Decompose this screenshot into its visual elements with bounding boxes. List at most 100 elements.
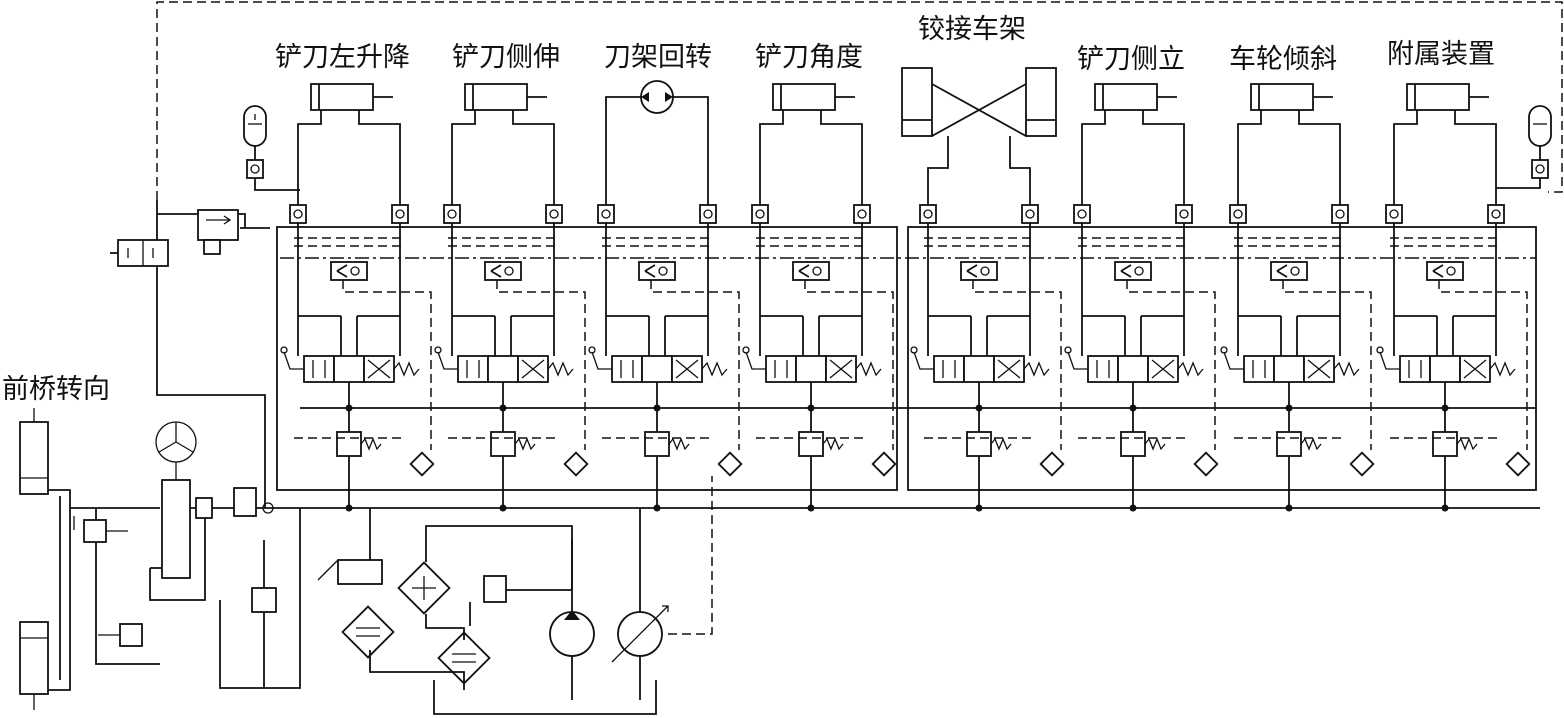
work-lines-blade-rotate (605, 223, 709, 356)
section-wheel-lean (1220, 83, 1375, 512)
steering-group (19, 408, 301, 710)
cylinder-blade-tilt (1094, 83, 1158, 111)
priority-check-valve (195, 497, 213, 519)
dcv-lever-blade-side-shift (437, 351, 458, 370)
port-check-ball-blade-rotate-1 (703, 209, 713, 219)
frame-lines (927, 136, 1031, 214)
rail-dot-blade-angle (807, 504, 815, 512)
dcv-cross-blade-tilt (1151, 359, 1175, 379)
pilot-lines-attachment (1390, 237, 1500, 247)
dcv-pos-wheel-lean-0 (1243, 355, 1275, 383)
shuttle-attachment (1505, 451, 1531, 477)
accumulator-right (1528, 105, 1552, 147)
valve-feed-blade-angle (760, 315, 862, 356)
compensator-attachment (1432, 431, 1458, 457)
pump-group (317, 476, 713, 715)
shuttle-wheel-lean (1349, 451, 1375, 477)
port-check-ball-attachment-1 (1491, 209, 1501, 219)
steering-cylinder-bottom (19, 621, 49, 695)
valve-feed-blade-rotate (606, 315, 708, 356)
load-check-ball-blade-side-shift (504, 266, 514, 276)
dcv-pos-articulated-frame-1 (963, 355, 995, 383)
section-blade-angle (742, 83, 897, 512)
dcv-lever-blade-rotate (591, 351, 612, 370)
cylinder-wheel-lean (1250, 83, 1314, 111)
dcv-pos-blade-left-lift-1 (333, 355, 365, 383)
port-check-valve-blade-tilt-1 (1175, 204, 1193, 224)
supply-dot-blade-left-lift (345, 404, 353, 412)
cylinder-lines-blade-left-lift (297, 110, 401, 214)
steering-relief-valve-2 (119, 623, 143, 647)
port-check-valve-blade-tilt-0 (1073, 204, 1091, 224)
section-blade-left-lift (280, 83, 435, 512)
dcv-pos-blade-angle-1 (795, 355, 827, 383)
motor-arrows-blade-rotate (641, 92, 673, 102)
dcv-cross-wheel-lean (1307, 359, 1331, 379)
shuttle-blade-tilt (1193, 451, 1219, 477)
port-check-ball-blade-angle-1 (857, 209, 867, 219)
dcv-knob-blade-rotate (588, 346, 596, 354)
port-check-ball-blade-left-lift-0 (293, 209, 303, 219)
check-valve-accumulator-right (1531, 159, 1549, 179)
pump-relief-valve (483, 575, 507, 603)
cylinder-lines-blade-side-shift (451, 110, 555, 214)
supply-dot-blade-tilt (1129, 404, 1137, 412)
cylinder-lines-wheel-lean (1237, 110, 1341, 214)
dcv-pos-blade-rotate-1 (641, 355, 673, 383)
work-lines-attachment (1393, 223, 1497, 356)
section-articulated-frame (901, 67, 1065, 512)
port-check-ball-blade-tilt-0 (1077, 209, 1087, 219)
dcv-spring-blade-left-lift (393, 361, 420, 377)
port-check-valve-blade-left-lift-0 (289, 204, 307, 224)
cylinder-lines-attachment (1393, 110, 1497, 214)
load-check-blade-side-shift (484, 261, 522, 281)
port-check-valve-articulated-frame-0 (919, 204, 937, 224)
work-lines-blade-tilt (1081, 223, 1185, 356)
dcv-cross-blade-side-shift (521, 359, 545, 379)
shuttle-blade-rotate (717, 451, 743, 477)
dcv-knob-blade-tilt (1064, 346, 1072, 354)
label-blade-rotate: 刀架回转 (604, 42, 712, 73)
load-check-wheel-lean (1270, 261, 1308, 281)
compensator-spring-blade-angle (822, 437, 844, 451)
port-check-ball-blade-tilt-1 (1179, 209, 1189, 219)
compensator-spring-blade-tilt (1144, 437, 1166, 451)
dcv-lever-blade-tilt (1067, 351, 1088, 370)
compensator-blade-tilt (1120, 431, 1146, 457)
load-check-articulated-frame (960, 261, 998, 281)
compensator-blade-side-shift (490, 431, 516, 457)
signal-line-wheel-lean (1282, 280, 1372, 450)
supply-dot-wheel-lean (1285, 404, 1293, 412)
work-lines-articulated-frame (927, 223, 1031, 356)
load-check-attachment (1426, 261, 1464, 281)
section-blade-side-shift (434, 83, 589, 512)
cylinder-blade-side-shift (464, 83, 528, 111)
work-lines-wheel-lean (1237, 223, 1341, 356)
compensator-wheel-lean (1276, 431, 1302, 457)
dcv-spring-blade-tilt (1177, 361, 1204, 377)
load-check-ball-blade-rotate (658, 266, 668, 276)
dcv-spring-attachment (1489, 361, 1516, 377)
valve-bank-left (276, 226, 898, 491)
dcv-pos-attachment-0 (1399, 355, 1431, 383)
frame-cross-lines (902, 83, 1056, 137)
dcv-cross-attachment (1463, 359, 1487, 379)
main-relief-valve (251, 587, 277, 613)
check-valve-accumulator-left (246, 159, 264, 179)
cylinder-rod-blade-tilt (1102, 84, 1177, 110)
steering-unit (161, 479, 191, 579)
section-blade-tilt (1064, 83, 1219, 512)
drain-valve (337, 559, 383, 585)
port-check-valve-blade-left-lift-1 (391, 204, 409, 224)
port-check-valve-wheel-lean-0 (1229, 204, 1247, 224)
sections-layer (280, 67, 1531, 512)
shuttle-blade-left-lift (409, 451, 435, 477)
cylinder-rod-blade-angle (780, 84, 855, 110)
port-check-ball-articulated-frame-0 (923, 209, 933, 219)
label-blade-tilt: 铲刀侧立 (1077, 44, 1185, 75)
pilot-lines-blade-rotate (602, 237, 712, 247)
top-drain-line (156, 1, 1563, 200)
dcv-knob-blade-angle (742, 346, 750, 354)
